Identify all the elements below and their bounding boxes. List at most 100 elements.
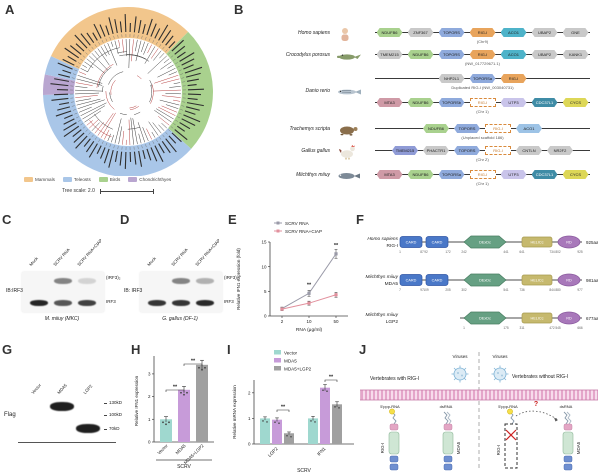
domain-label: DExDc (479, 279, 491, 283)
lane-label: Mock (146, 256, 157, 267)
tree-branch (128, 39, 131, 69)
bar (308, 418, 318, 444)
gene-box: RIG-I (469, 170, 496, 179)
ppp-highlight (507, 408, 513, 415)
protein-name: RIG-I (387, 243, 398, 249)
y-tick-label: 0 (248, 442, 251, 447)
species-name: Miichthys miiuy (296, 172, 330, 178)
tree-branch (77, 99, 105, 109)
protein-length: 677aa (586, 316, 598, 321)
bar (178, 389, 190, 442)
gene-box: ZNF367 (407, 28, 434, 37)
y-tick-label: 0 (148, 440, 151, 445)
panel-label-f: F (356, 212, 364, 227)
leaf-tick (148, 38, 151, 42)
leaf-label-mark (183, 114, 201, 123)
replicate-dot (186, 391, 188, 394)
gene-box: UTP3 (500, 170, 527, 179)
leaf-tick (74, 69, 78, 72)
right-title: Vertebrates without RIG-I (512, 374, 568, 380)
sensing-arrow (515, 410, 559, 421)
legend-swatch (24, 177, 33, 182)
leaf-label-mark (186, 102, 204, 107)
series-line (281, 253, 337, 310)
tree-branch (168, 71, 178, 76)
domain-start: 802 (555, 250, 561, 254)
tree-branch (157, 68, 176, 78)
domain-start: 7 (399, 288, 401, 292)
leaf-label-mark (186, 78, 199, 82)
leaf-tick (76, 116, 79, 119)
species-name: Danio rerio (305, 88, 330, 94)
significance-label: ** (281, 405, 286, 411)
y-tick-label: 3 (148, 371, 151, 376)
protein-band (54, 278, 72, 284)
gene-box: TOPORS (438, 28, 465, 37)
tree-branch (76, 98, 101, 106)
leaf-label-mark (57, 62, 73, 70)
leaf-tick (76, 65, 79, 68)
protein-band (54, 300, 72, 306)
leaf-tick (88, 49, 91, 52)
helicase-domain (463, 273, 507, 287)
mda5-label: MDA5 (456, 441, 461, 454)
tree-branch (147, 44, 152, 54)
gene-box: NR2F2 (547, 146, 573, 155)
tree-arc (109, 92, 113, 103)
leaf-tick (162, 46, 165, 50)
sig-bracket (276, 409, 290, 412)
domain-start: 545 (555, 326, 561, 330)
tree-branch (132, 118, 138, 145)
protein-band (78, 278, 96, 284)
leaf-label-mark (174, 45, 186, 55)
significance-label: ** (191, 359, 196, 365)
synteny-line (375, 150, 590, 151)
gene-box: CDC37L1 (531, 170, 558, 179)
gene-box: UTP3 (500, 98, 527, 107)
tree-branch (82, 64, 87, 68)
leaf-tick (101, 141, 104, 144)
marker-tick (104, 429, 107, 430)
leaf-tick (152, 141, 155, 144)
leaf-tick (145, 36, 147, 40)
mda5-protein (562, 423, 574, 471)
tree-branch (135, 39, 138, 52)
replicate-dot (168, 421, 170, 424)
protein-band (78, 300, 96, 306)
replicate-dot (204, 366, 206, 369)
leaf-label-mark (103, 148, 110, 164)
replicate-dot (326, 390, 328, 392)
tree-branch (80, 68, 88, 73)
tree-branch (153, 50, 162, 61)
ppp-rna-molecule (507, 408, 515, 425)
rig-i-label: RIG-I (496, 445, 501, 456)
domain-end: 472 (549, 326, 555, 330)
leaf-label-mark (51, 97, 69, 101)
tree-branch (158, 116, 170, 126)
tree-branch (158, 124, 165, 131)
leaf-label-mark (187, 84, 197, 87)
domain-end: 666 (577, 326, 583, 330)
synteny-note: (Chr Z) (476, 157, 489, 162)
sig-bracket (165, 389, 185, 392)
gene-box: TOPORSa (469, 74, 496, 83)
leaf-tick (72, 109, 76, 111)
leaf-tick (155, 139, 158, 142)
legend-item: Mammals (24, 177, 55, 182)
leaf-tick (70, 101, 74, 103)
y-axis-label: Relative IFN1 expression (fold) (236, 248, 241, 310)
domain-end: 441 (503, 250, 509, 254)
leaf-tick (182, 81, 186, 83)
tree-branch (107, 133, 111, 142)
leaf-tick (173, 123, 176, 126)
tree-branch (82, 105, 106, 120)
tree-branch (159, 53, 165, 59)
ppp-rna-label: 5'ppp-RNA (498, 404, 518, 409)
domain-label: HELICc (530, 241, 543, 245)
tree-branch (78, 106, 92, 113)
leaf-label-mark (108, 17, 114, 35)
leaf-label-mark (119, 151, 123, 166)
tree-arc (136, 75, 142, 80)
tree-branch (154, 75, 179, 84)
protein-band (196, 278, 214, 284)
